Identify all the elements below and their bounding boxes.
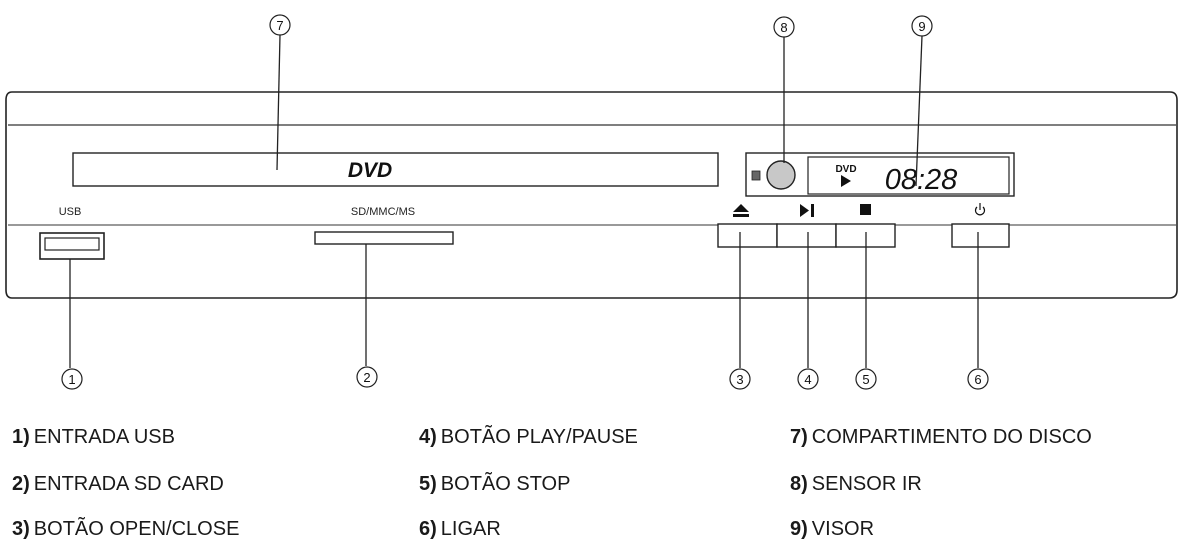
legend-text: ENTRADA SD CARD	[33, 473, 224, 495]
open-close-button[interactable]	[717, 223, 778, 248]
leader-lines	[69, 34, 979, 368]
callout-7: 7	[276, 18, 283, 33]
legend-number: 9)	[790, 518, 808, 540]
play-pause-icon	[800, 204, 814, 217]
legend-text: SENSOR IR	[811, 473, 922, 495]
legend-item-2: 2)ENTRADA SD CARD	[12, 473, 224, 496]
stop-icon	[860, 204, 871, 215]
callout-9: 9	[918, 19, 925, 34]
legend-item-3: 3)BOTÃO OPEN/CLOSE	[12, 518, 239, 541]
eject-icon	[733, 204, 749, 217]
ir-sensor	[766, 160, 796, 190]
card-slot[interactable]	[314, 231, 454, 245]
legend-number: 2)	[12, 473, 30, 495]
ir-sensor-mark	[751, 170, 761, 181]
callout-1: 1	[68, 372, 75, 387]
legend-item-1: 1)ENTRADA USB	[12, 426, 175, 449]
callout-6: 6	[974, 372, 981, 387]
legend-text: BOTÃO PLAY/PAUSE	[440, 426, 638, 448]
legend-text: BOTÃO OPEN/CLOSE	[33, 518, 240, 540]
vfd-play-icon	[841, 175, 851, 187]
dvd-logo: DVD	[348, 159, 392, 182]
legend-number: 7)	[790, 426, 808, 448]
callout-3: 3	[736, 372, 743, 387]
legend-text: VISOR	[811, 518, 875, 540]
legend-item-6: 6)LIGAR	[419, 518, 501, 541]
legend-text: BOTÃO STOP	[440, 473, 571, 495]
legend-item-9: 9)VISOR	[790, 518, 874, 541]
legend-item-7: 7)COMPARTIMENTO DO DISCO	[790, 426, 1092, 449]
legend-text: ENTRADA USB	[33, 426, 175, 448]
disc-tray[interactable]	[72, 152, 719, 187]
legend-item-5: 5)BOTÃO STOP	[419, 473, 570, 496]
callout-markers	[61, 14, 989, 390]
power-button[interactable]	[951, 223, 1010, 248]
power-icon	[974, 203, 986, 216]
usb-label: USB	[59, 206, 82, 218]
callout-2: 2	[363, 370, 370, 385]
play-pause-button[interactable]	[776, 223, 837, 248]
legend-number: 5)	[419, 473, 437, 495]
legend-number: 3)	[12, 518, 30, 540]
usb-port-inner	[44, 237, 100, 251]
legend-text: COMPARTIMENTO DO DISCO	[811, 426, 1092, 448]
vfd-dvd-badge: DVD	[835, 164, 856, 175]
legend-number: 8)	[790, 473, 808, 495]
card-slot-label: SD/MMC/MS	[351, 206, 415, 218]
vfd-time: 08:28	[885, 164, 958, 196]
legend-item-4: 4)BOTÃO PLAY/PAUSE	[419, 426, 638, 449]
legend-number: 6)	[419, 518, 437, 540]
callout-4: 4	[804, 372, 811, 387]
legend-text: LIGAR	[440, 518, 501, 540]
legend-number: 4)	[419, 426, 437, 448]
legend-number: 1)	[12, 426, 30, 448]
legend-item-8: 8)SENSOR IR	[790, 473, 922, 496]
callout-5: 5	[862, 372, 869, 387]
callout-8: 8	[780, 20, 787, 35]
